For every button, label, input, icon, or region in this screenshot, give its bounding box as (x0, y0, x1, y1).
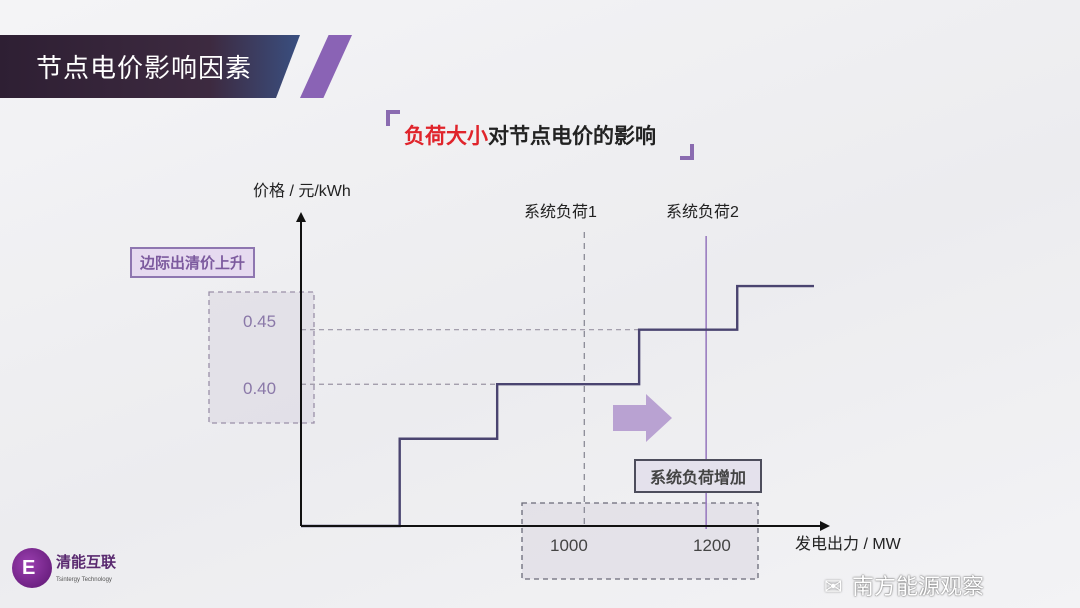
x-axis-arrow-icon (820, 521, 830, 531)
load1-label: 系统负荷1 (524, 204, 597, 221)
x-tick-1000: 1000 (550, 536, 588, 555)
subtitle-highlight: 负荷大小 (404, 125, 488, 148)
price-rise-tag: 边际出清价上升 (130, 247, 256, 278)
logo-mark-icon: E (22, 557, 36, 579)
x-tick-1200: 1200 (693, 536, 731, 555)
slide-subtitle: 负荷大小对节点电价的影响 (404, 120, 656, 150)
y-tick-045: 0.45 (243, 312, 277, 331)
x-axis-label: 发电出力 / MW (795, 536, 901, 553)
logo-name-cn: 清能互联 (56, 554, 117, 571)
load-highlight-box (521, 502, 759, 580)
logo-name-en: Tsintergy Technology (56, 577, 112, 583)
subtitle-rest: 对节点电价的影响 (488, 125, 656, 148)
company-logo (12, 548, 52, 588)
y-axis-arrow-icon (296, 212, 306, 222)
watermark-text: 南方能源观察 (852, 574, 985, 599)
page-title: 节点电价影响因素 (36, 53, 253, 83)
load2-label: 系统负荷2 (666, 204, 739, 221)
y-axis-label: 价格 / 元/kWh (253, 183, 351, 200)
header-banner (0, 35, 300, 98)
wechat-icon: ✉ (824, 574, 843, 599)
y-tick-040: 0.40 (243, 379, 277, 398)
corner-bracket-left (386, 110, 400, 126)
shift-right-arrow-icon (613, 394, 672, 442)
supply-curve (301, 284, 814, 528)
load-increase-tag: 系统负荷增加 (634, 459, 763, 493)
price-highlight-box (208, 291, 315, 424)
corner-bracket-right (680, 144, 694, 160)
